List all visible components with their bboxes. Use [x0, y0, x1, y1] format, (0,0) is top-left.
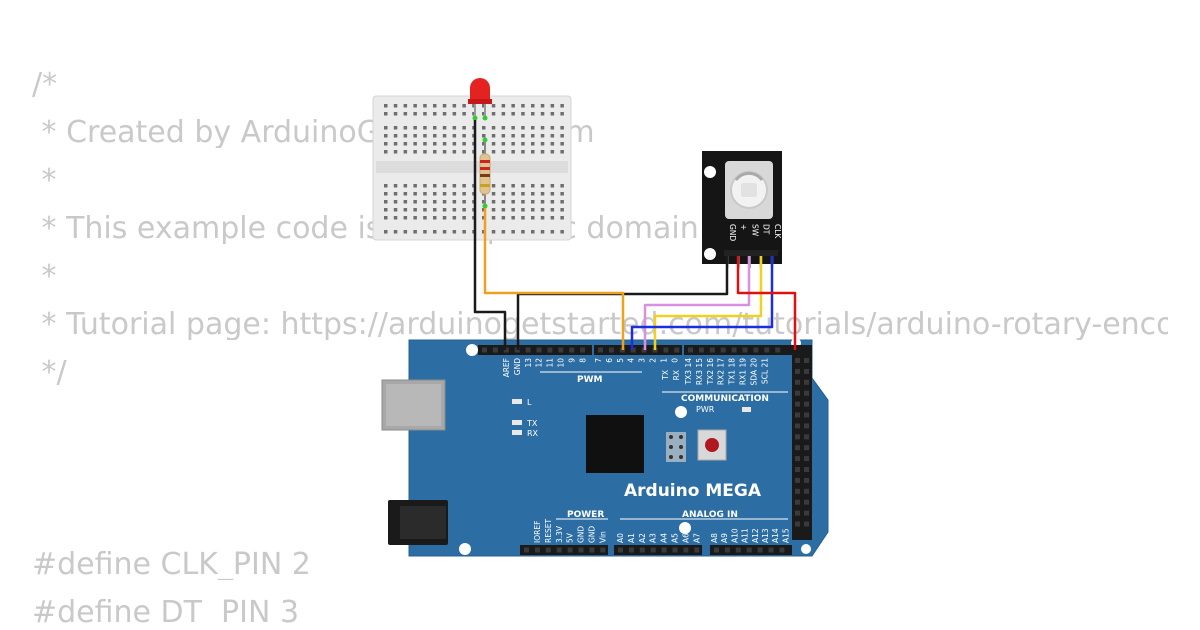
code-line: * [32, 166, 57, 196]
breadboard [372, 95, 572, 241]
pin-label: SDA 20 [749, 358, 758, 386]
pin-label: 4 [627, 358, 636, 363]
pin-label: A14 [771, 528, 780, 543]
pwr-led-label: PWR [696, 405, 715, 414]
encoder-pin-label: DT [762, 224, 771, 235]
code-line: /* [32, 70, 58, 100]
pin-label: A15 [781, 528, 790, 543]
board-name-label: Arduino MEGA [624, 481, 762, 501]
pin-label: A11 [741, 528, 750, 543]
led-l-label: L [527, 398, 532, 407]
encoder-pin-label: SW [750, 224, 759, 237]
wire-encoder-vcc [736, 256, 797, 350]
wire-encoder-sw [643, 256, 751, 350]
pin-label: 3.3V [555, 525, 564, 543]
pin-label: RX2 17 [717, 358, 726, 385]
pin-label: 3 [638, 358, 647, 363]
led-tx-label: TX [526, 419, 538, 428]
pin-label: 12 [535, 358, 544, 368]
pin-label: A12 [751, 528, 760, 543]
pin-label: TX1 18 [728, 358, 737, 386]
pin-label: 5 [616, 358, 625, 363]
pin-label: A5 [671, 533, 680, 543]
wire-encoder-dt [653, 256, 763, 350]
pin-label: AREF [502, 358, 511, 377]
microcontroller-chip [586, 415, 644, 473]
pwm-label: PWM [577, 375, 603, 385]
pin-label: A7 [692, 533, 701, 543]
pin-label: IOREF [533, 521, 542, 543]
pin-label: Vin [598, 531, 607, 543]
wire-led-gnd [473, 120, 507, 350]
pin-label: A6 [681, 533, 690, 543]
resistor [479, 140, 491, 205]
arduino-mega-board: Arduino MEGA PWM COMMUNICATION POWER ANA… [381, 338, 829, 557]
pin-label: TX2 16 [706, 358, 715, 386]
pin-label: TX [661, 370, 670, 381]
pin-label: A8 [710, 533, 719, 543]
pin-label: 0 [670, 358, 679, 363]
pin-label: 10 [557, 358, 566, 368]
encoder-pin-label: CLK [773, 224, 782, 239]
pin-label: A13 [761, 528, 770, 543]
led-rx-label: RX [527, 429, 539, 438]
pin-label: 7 [594, 358, 603, 363]
pin-label: 1 [659, 358, 668, 363]
pin-label: A9 [720, 533, 729, 543]
power-label: POWER [567, 510, 604, 520]
pin-label: 8 [578, 358, 587, 363]
wire-resistor-pin5 [483, 208, 625, 350]
pin-label: 11 [546, 358, 555, 368]
code-line: */ [32, 358, 67, 388]
pin-label: GND [577, 526, 586, 543]
code-line: * Tutorial page: https://arduinogetstart… [32, 310, 1168, 340]
pin-label: A2 [638, 533, 647, 543]
pin-label: 9 [567, 358, 576, 363]
pin-label: A3 [649, 533, 658, 543]
wire-encoder-clk [630, 256, 774, 350]
pin-label: TX3 14 [684, 358, 693, 386]
pin-label: RX [672, 370, 681, 380]
pin-label: GND [588, 526, 597, 543]
led [468, 78, 492, 209]
pin-label: RX3 15 [695, 358, 704, 385]
communication-label: COMMUNICATION [681, 394, 769, 404]
encoder-pin-label: + [739, 224, 748, 230]
analog-in-label: ANALOG IN [682, 510, 738, 520]
pin-label: A1 [627, 533, 636, 543]
code-line: * [32, 262, 57, 292]
pin-label: SCL 21 [760, 358, 769, 384]
pin-label: A10 [730, 528, 739, 543]
encoder-pin-label: GND [728, 224, 737, 241]
pin-label: GND [513, 358, 522, 375]
pin-label: 13 [524, 358, 533, 368]
pin-label: A0 [616, 533, 625, 543]
code-line: #define CLK_PIN 2 [32, 550, 311, 580]
pin-label: 2 [649, 358, 658, 363]
pin-label: 5V [566, 532, 575, 543]
pin-label: A4 [660, 533, 669, 543]
pin-label: 6 [605, 358, 614, 363]
code-line: #define DT PIN 3 [32, 598, 300, 628]
wires [473, 120, 797, 350]
pin-label: RX1 19 [739, 358, 748, 385]
pin-label: RESET [544, 519, 553, 543]
